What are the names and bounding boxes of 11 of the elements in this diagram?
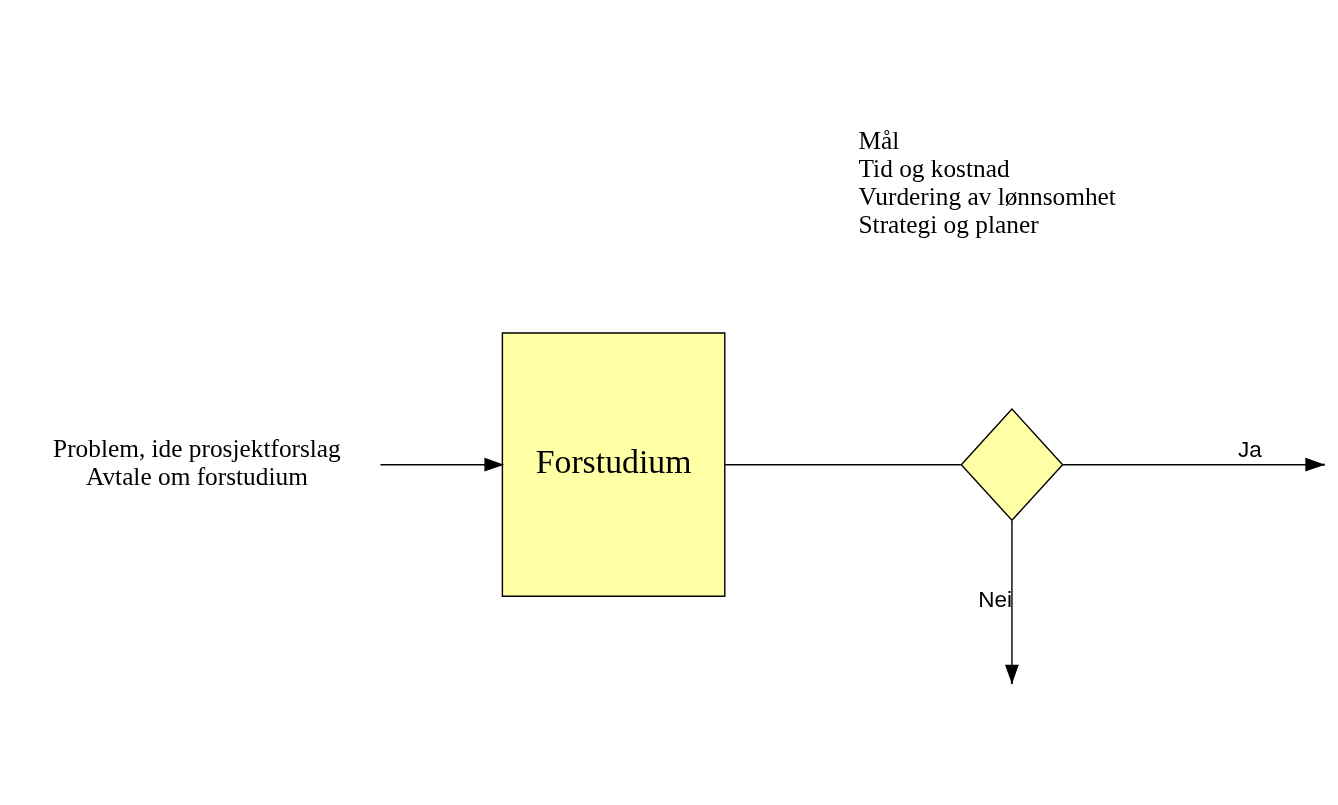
label: Strategi og planer — [858, 209, 1039, 238]
label: Mål — [858, 125, 900, 154]
node-box: Forstudium — [501, 331, 726, 597]
arrow — [379, 457, 505, 472]
edge-label: Ja — [1237, 436, 1262, 462]
label: Tid og kostnad — [858, 153, 1010, 182]
label: Vurdering av lønnsomhet — [858, 181, 1116, 210]
node-text: Problem, ide prosjektforslag Avtale om forstudium — [53, 433, 341, 490]
node-diamond — [960, 407, 1064, 521]
connector — [724, 463, 962, 465]
edge-label: Nei — [978, 586, 1012, 612]
